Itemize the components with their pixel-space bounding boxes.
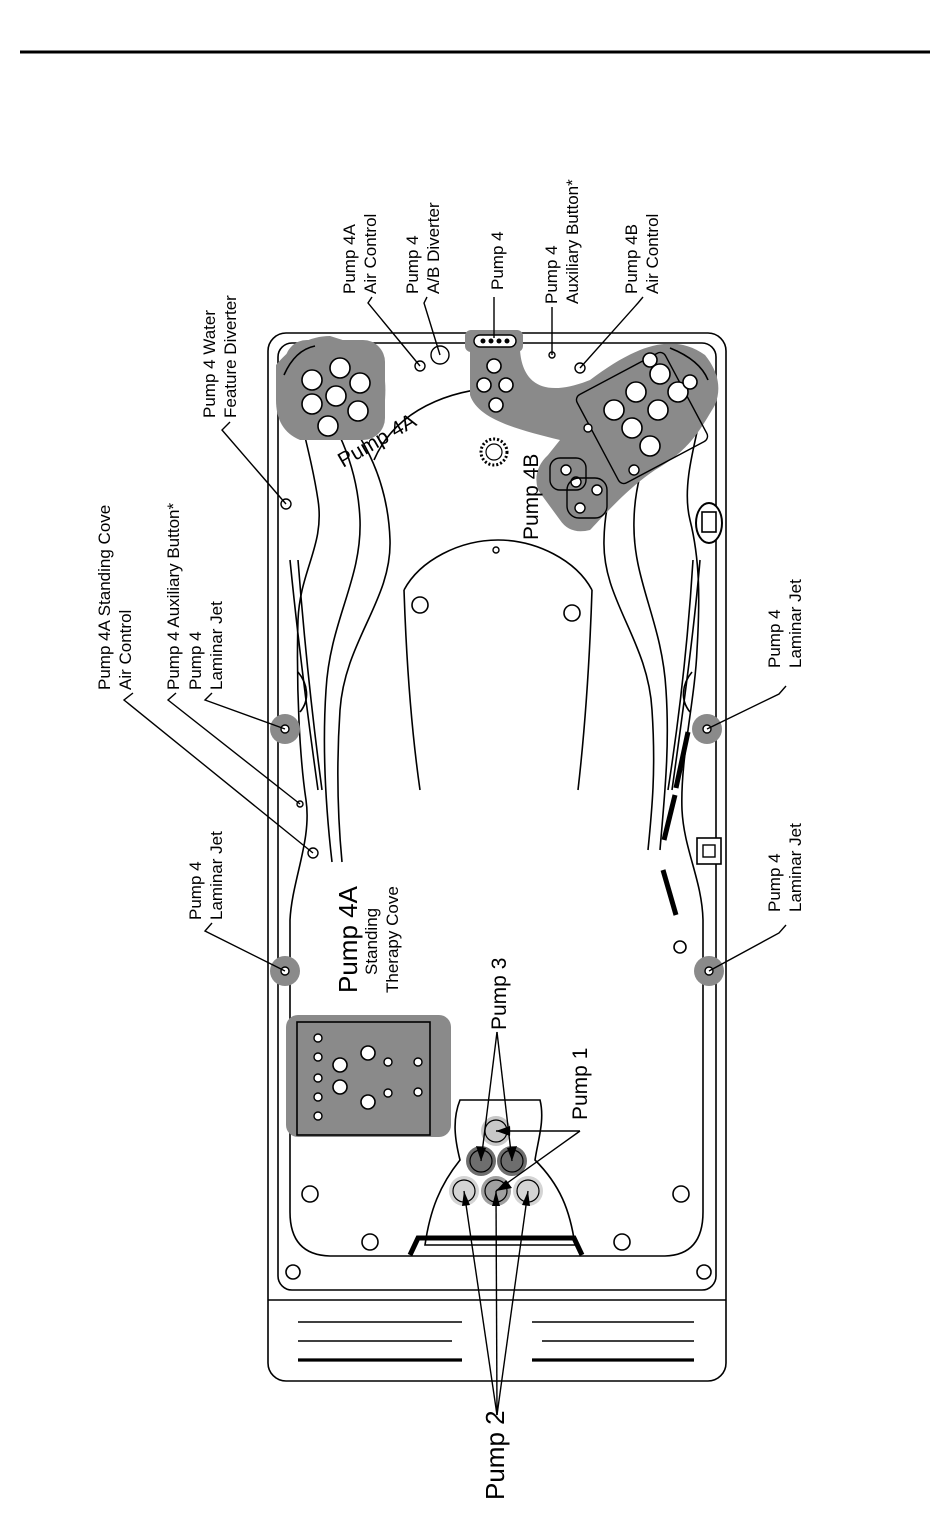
label-line: Air Control [361, 214, 380, 294]
label-pump4-laminar-top-right: Pump 4 Laminar Jet [765, 579, 805, 668]
label-line: Pump 4 [765, 853, 784, 912]
label-line: Pump 1 [569, 1048, 592, 1120]
cove-jet-panel [286, 1015, 451, 1137]
leader-lines [122, 296, 787, 1416]
label-pump4-aux-button-left: Pump 4 Auxiliary Button* [164, 503, 183, 690]
label-pump4b-zone: Pump 4B [520, 454, 543, 540]
label-pump4a-cove: Pump 4A Standing Therapy Cove [333, 885, 402, 993]
arrow-heads [462, 1126, 530, 1206]
label-line: Pump 4 [186, 631, 205, 690]
label-pump3: Pump 3 [488, 958, 511, 1030]
pump4-strip [465, 330, 523, 352]
water-feature-icon [479, 437, 509, 467]
label-pump1: Pump 1 [569, 1048, 592, 1120]
label-pump4-laminar-top-left: Pump 4 Laminar Jet [186, 601, 226, 690]
label-line: Therapy Cove [383, 886, 402, 993]
label-line: Pump 4 [403, 235, 422, 294]
label-pump4-ab-diverter: Pump 4 A/B Diverter [403, 202, 443, 294]
label-line: Pump 4B [520, 454, 543, 540]
pump4a-zone [276, 336, 386, 440]
label-line: Pump 4A Standing Cove [95, 505, 114, 690]
label-line: Pump 4 [186, 861, 205, 920]
label-line: Auxiliary Button* [563, 179, 582, 304]
label-pump4-water-feature: Pump 4 Water Feature Diverter [200, 295, 240, 418]
label-line: Laminar Jet [786, 579, 805, 668]
step-lines [298, 1321, 694, 1362]
top-controls [280, 345, 586, 859]
label-pump4-aux-button-right: Pump 4 Auxiliary Button* [542, 179, 582, 304]
label-line: A/B Diverter [424, 202, 443, 294]
label-pump4-laminar-bottom-left: Pump 4 Laminar Jet [186, 831, 226, 920]
label-pump4-laminar-bottom-right: Pump 4 Laminar Jet [765, 823, 805, 912]
label-line: Pump 4A [340, 223, 359, 294]
label-pump4a-air-control: Pump 4A Air Control [340, 214, 380, 294]
laminar-jets [270, 714, 724, 986]
label-pump4-top: Pump 4 [488, 231, 507, 290]
label-pump2: Pump 2 [480, 1410, 510, 1500]
label-line: Pump 4A [333, 885, 363, 993]
label-pump4a-cove-air: Pump 4A Standing Cove Air Control [95, 505, 135, 690]
label-line: Standing [362, 908, 381, 975]
label-line: Pump 2 [480, 1410, 510, 1500]
label-line: Pump 4 [765, 609, 784, 668]
label-line: Laminar Jet [207, 601, 226, 690]
label-line: Air Control [643, 214, 662, 294]
label-pump4b-air-control: Pump 4B Air Control [622, 214, 662, 294]
label-line: Air Control [116, 610, 135, 690]
pump4b-zone [470, 332, 719, 532]
spa-outline [267, 332, 727, 1382]
label-line: Laminar Jet [207, 831, 226, 920]
control-panel-icon [696, 837, 722, 865]
label-line: Pump 4 [542, 245, 561, 304]
label-line: Laminar Jet [786, 823, 805, 912]
filter-icon [695, 502, 723, 544]
label-line: Pump 4 Water [200, 310, 219, 418]
label-line: Pump 4 [488, 231, 507, 290]
label-line: Pump 3 [488, 958, 511, 1030]
label-line: Feature Diverter [221, 295, 240, 418]
bottom-jets [285, 940, 712, 1280]
label-line: Pump 4B [622, 224, 641, 294]
seat-jets [449, 1116, 543, 1206]
label-line: Pump 4 Auxiliary Button* [164, 503, 183, 690]
